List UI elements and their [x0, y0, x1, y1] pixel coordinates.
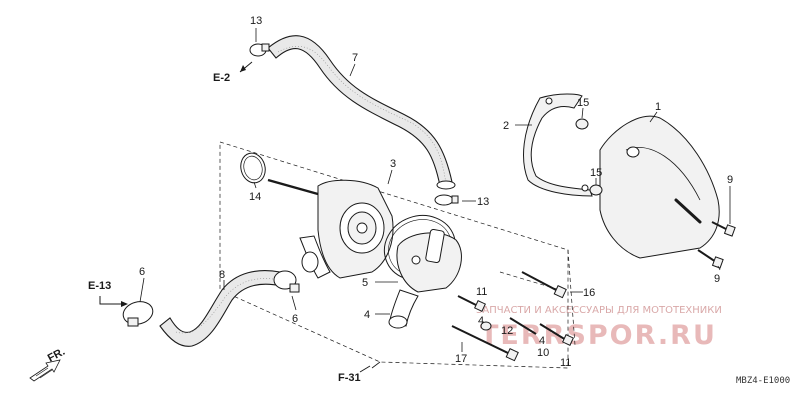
hose-clamp-lower-left [122, 301, 154, 327]
water-pump-body [267, 178, 394, 279]
label-14: 14 [249, 191, 261, 203]
upper-hose [267, 35, 456, 190]
label-6-left: 6 [139, 266, 145, 278]
label-11-right: 11 [560, 357, 571, 369]
bolt-9-upper [711, 221, 736, 237]
label-12: 12 [501, 325, 513, 337]
label-3: 3 [390, 158, 396, 170]
watermark-top-text: ЗАПЧАСТИ И АКСЕССУАРЫ ДЛЯ МОТОТЕХНИКИ [476, 305, 722, 316]
bolt-17 [451, 325, 519, 362]
side-cover [599, 115, 720, 259]
ref-e13-arrow-icon [121, 301, 128, 307]
grommet-upper [575, 118, 589, 130]
o-ring [240, 152, 266, 184]
label-6-right: 6 [292, 313, 298, 325]
label-13-pump: 13 [477, 196, 489, 208]
watermark: ЗАПЧАСТИ И АКСЕССУАРЫ ДЛЯ МОТОТЕХНИКИ TE… [476, 305, 722, 351]
label-15-upper: 15 [577, 97, 589, 109]
hose-clamp-lower-right [273, 270, 300, 293]
leader-lines [139, 28, 731, 369]
label-1: 1 [655, 101, 661, 113]
grommet-lower [589, 184, 603, 196]
label-17: 17 [455, 353, 467, 365]
label-7: 7 [352, 52, 358, 64]
label-2: 2 [503, 120, 509, 132]
ref-e13: E-13 [88, 280, 111, 292]
bolt-11-right [539, 323, 574, 346]
washer-12 [480, 321, 492, 331]
label-16: 16 [583, 287, 595, 299]
label-4-mid: 4 [478, 315, 484, 327]
label-4-left: 4 [364, 309, 370, 321]
bolt-16 [521, 271, 567, 299]
label-9-lower: 9 [714, 273, 720, 285]
hose-clamp-pump [434, 194, 459, 206]
ref-front: FR. [46, 346, 67, 365]
label-13-upper: 13 [250, 15, 262, 27]
drawing-code: MBZ4-E1000 [736, 376, 790, 386]
cover-bracket [523, 93, 593, 197]
bolt-11-left [457, 295, 486, 312]
label-10: 10 [537, 347, 549, 359]
reference-callouts: E-2 E-13 F-31 FR. [29, 61, 371, 384]
label-5: 5 [362, 277, 368, 289]
label-9-upper: 9 [727, 174, 733, 186]
watermark-logo: TERRSPOR.RU [480, 320, 717, 351]
ref-f31: F-31 [338, 372, 361, 384]
label-8: 8 [219, 269, 225, 281]
label-4-right: 4 [539, 335, 545, 347]
part-labels: 13 7 3 13 14 1 2 15 15 9 9 16 5 4 11 4 1… [139, 15, 733, 369]
bolt-10 [509, 317, 537, 335]
lower-hose [159, 270, 283, 347]
pump-cover [388, 229, 462, 329]
ref-e2-arrow-icon [240, 65, 246, 72]
label-11-left: 11 [476, 286, 487, 298]
label-15-lower: 15 [590, 167, 602, 179]
ref-e2: E-2 [213, 72, 230, 84]
front-direction-icon [29, 359, 61, 382]
bolt-9-lower [697, 249, 724, 269]
hose-clamp-upper [249, 43, 270, 57]
